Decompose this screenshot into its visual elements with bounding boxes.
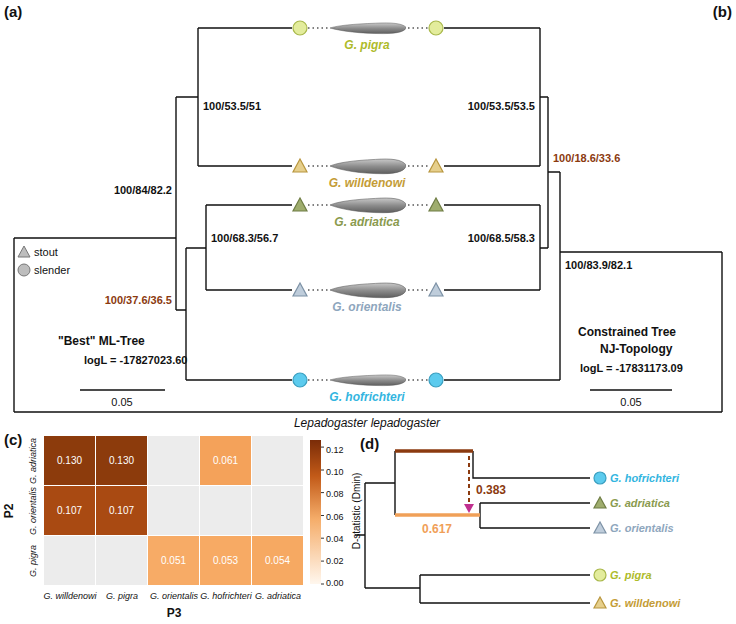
support-value: 100/84/82.2	[114, 184, 172, 196]
support-value: 100/68.3/56.7	[211, 232, 278, 244]
scale-label: 0.05	[620, 396, 641, 408]
panel-letter: (b)	[713, 4, 732, 21]
heatmap-cell: 0.107	[96, 486, 147, 535]
tree-title: Constrained Tree	[578, 326, 676, 339]
tree-title: NJ-Topology	[600, 343, 672, 356]
support-value: 100/68.5/58.3	[468, 232, 535, 244]
colorbar-tick: 0.04	[326, 535, 344, 545]
introgression-proportion: 0.383	[476, 484, 506, 497]
panel-letter: (c)	[4, 432, 22, 449]
outgroup-name: Lepadogaster lepadogaster	[294, 417, 440, 430]
cell-value: 0.051	[161, 555, 186, 566]
tick-label: G. pigra	[106, 592, 138, 602]
colorbar-tick: 0.00	[326, 579, 344, 589]
species-name: G. hofrichteri	[329, 391, 404, 404]
heatmap-cell: 0.054	[252, 536, 303, 585]
support-value: 100/37.6/36.5	[105, 294, 172, 306]
support-value: 100/53.5/51	[203, 100, 261, 112]
support-value: 100/53.5/53.5	[468, 100, 535, 112]
tick-label: G. willdenowi	[43, 592, 96, 602]
colorbar-tick: 0.10	[326, 468, 344, 478]
legend-label: stout	[34, 246, 58, 258]
species-name: G. willdenowi	[329, 177, 406, 190]
cell-value: 0.061	[213, 455, 238, 466]
scale-label: 0.05	[111, 396, 132, 408]
tick-label: G. hofrichteri	[200, 592, 252, 602]
species-name: G. orientalis	[332, 301, 401, 314]
species-name: G. willdenowi	[610, 597, 680, 609]
heatmap-cell: 0.051	[148, 536, 199, 585]
panel-letter: (a)	[4, 4, 22, 21]
cell-value: 0.130	[109, 455, 134, 466]
log-likelihood: logL = -17827023.60	[84, 354, 187, 366]
species-name: G. adriatica	[610, 497, 670, 509]
cell-value: 0.130	[57, 455, 82, 466]
heatmap-cell: 0.130	[96, 436, 147, 485]
legend-label: slender	[34, 264, 70, 276]
panel-letter: (d)	[360, 436, 379, 453]
heatmap-cell: 0.107	[44, 486, 95, 535]
introgression-proportion: 0.617	[422, 523, 452, 536]
cell-value: 0.107	[57, 505, 82, 516]
species-name: G. orientalis	[610, 522, 674, 534]
log-likelihood: logL = -17831173.09	[580, 362, 683, 374]
species-name: G. adriatica	[334, 216, 399, 229]
tree-title: "Best" ML-Tree	[58, 335, 145, 348]
cell-value: 0.107	[109, 505, 134, 516]
species-name: G. hofrichteri	[610, 472, 679, 484]
cell-value: 0.054	[265, 555, 290, 566]
tick-label: G. adriatica	[255, 592, 301, 602]
colorbar-tick: 0.06	[326, 513, 344, 523]
species-name: G. pigra	[610, 569, 652, 581]
cell-value: 0.053	[213, 555, 238, 566]
tick-label: G. adriatica	[29, 438, 39, 484]
colorbar-tick: 0.12	[326, 446, 344, 456]
heatmap-cell: 0.053	[200, 536, 251, 585]
colorbar-tick: 0.02	[326, 557, 344, 567]
tick-label: G. orientalis	[150, 592, 198, 602]
colorbar-title: D-statistic (Dmin)	[351, 473, 362, 550]
tick-label: G. pigra	[29, 545, 39, 577]
species-name: G. pigra	[344, 39, 389, 52]
colorbar-tick: 0.08	[326, 490, 344, 500]
heatmap-cell: 0.130	[44, 436, 95, 485]
axis-title: P2	[3, 504, 16, 519]
tick-label: G. orientalis	[29, 487, 39, 535]
support-value: 100/83.9/82.1	[565, 259, 632, 271]
axis-title: P3	[167, 607, 182, 620]
support-value: 100/18.6/33.6	[553, 152, 620, 164]
heatmap-cell: 0.061	[200, 436, 251, 485]
